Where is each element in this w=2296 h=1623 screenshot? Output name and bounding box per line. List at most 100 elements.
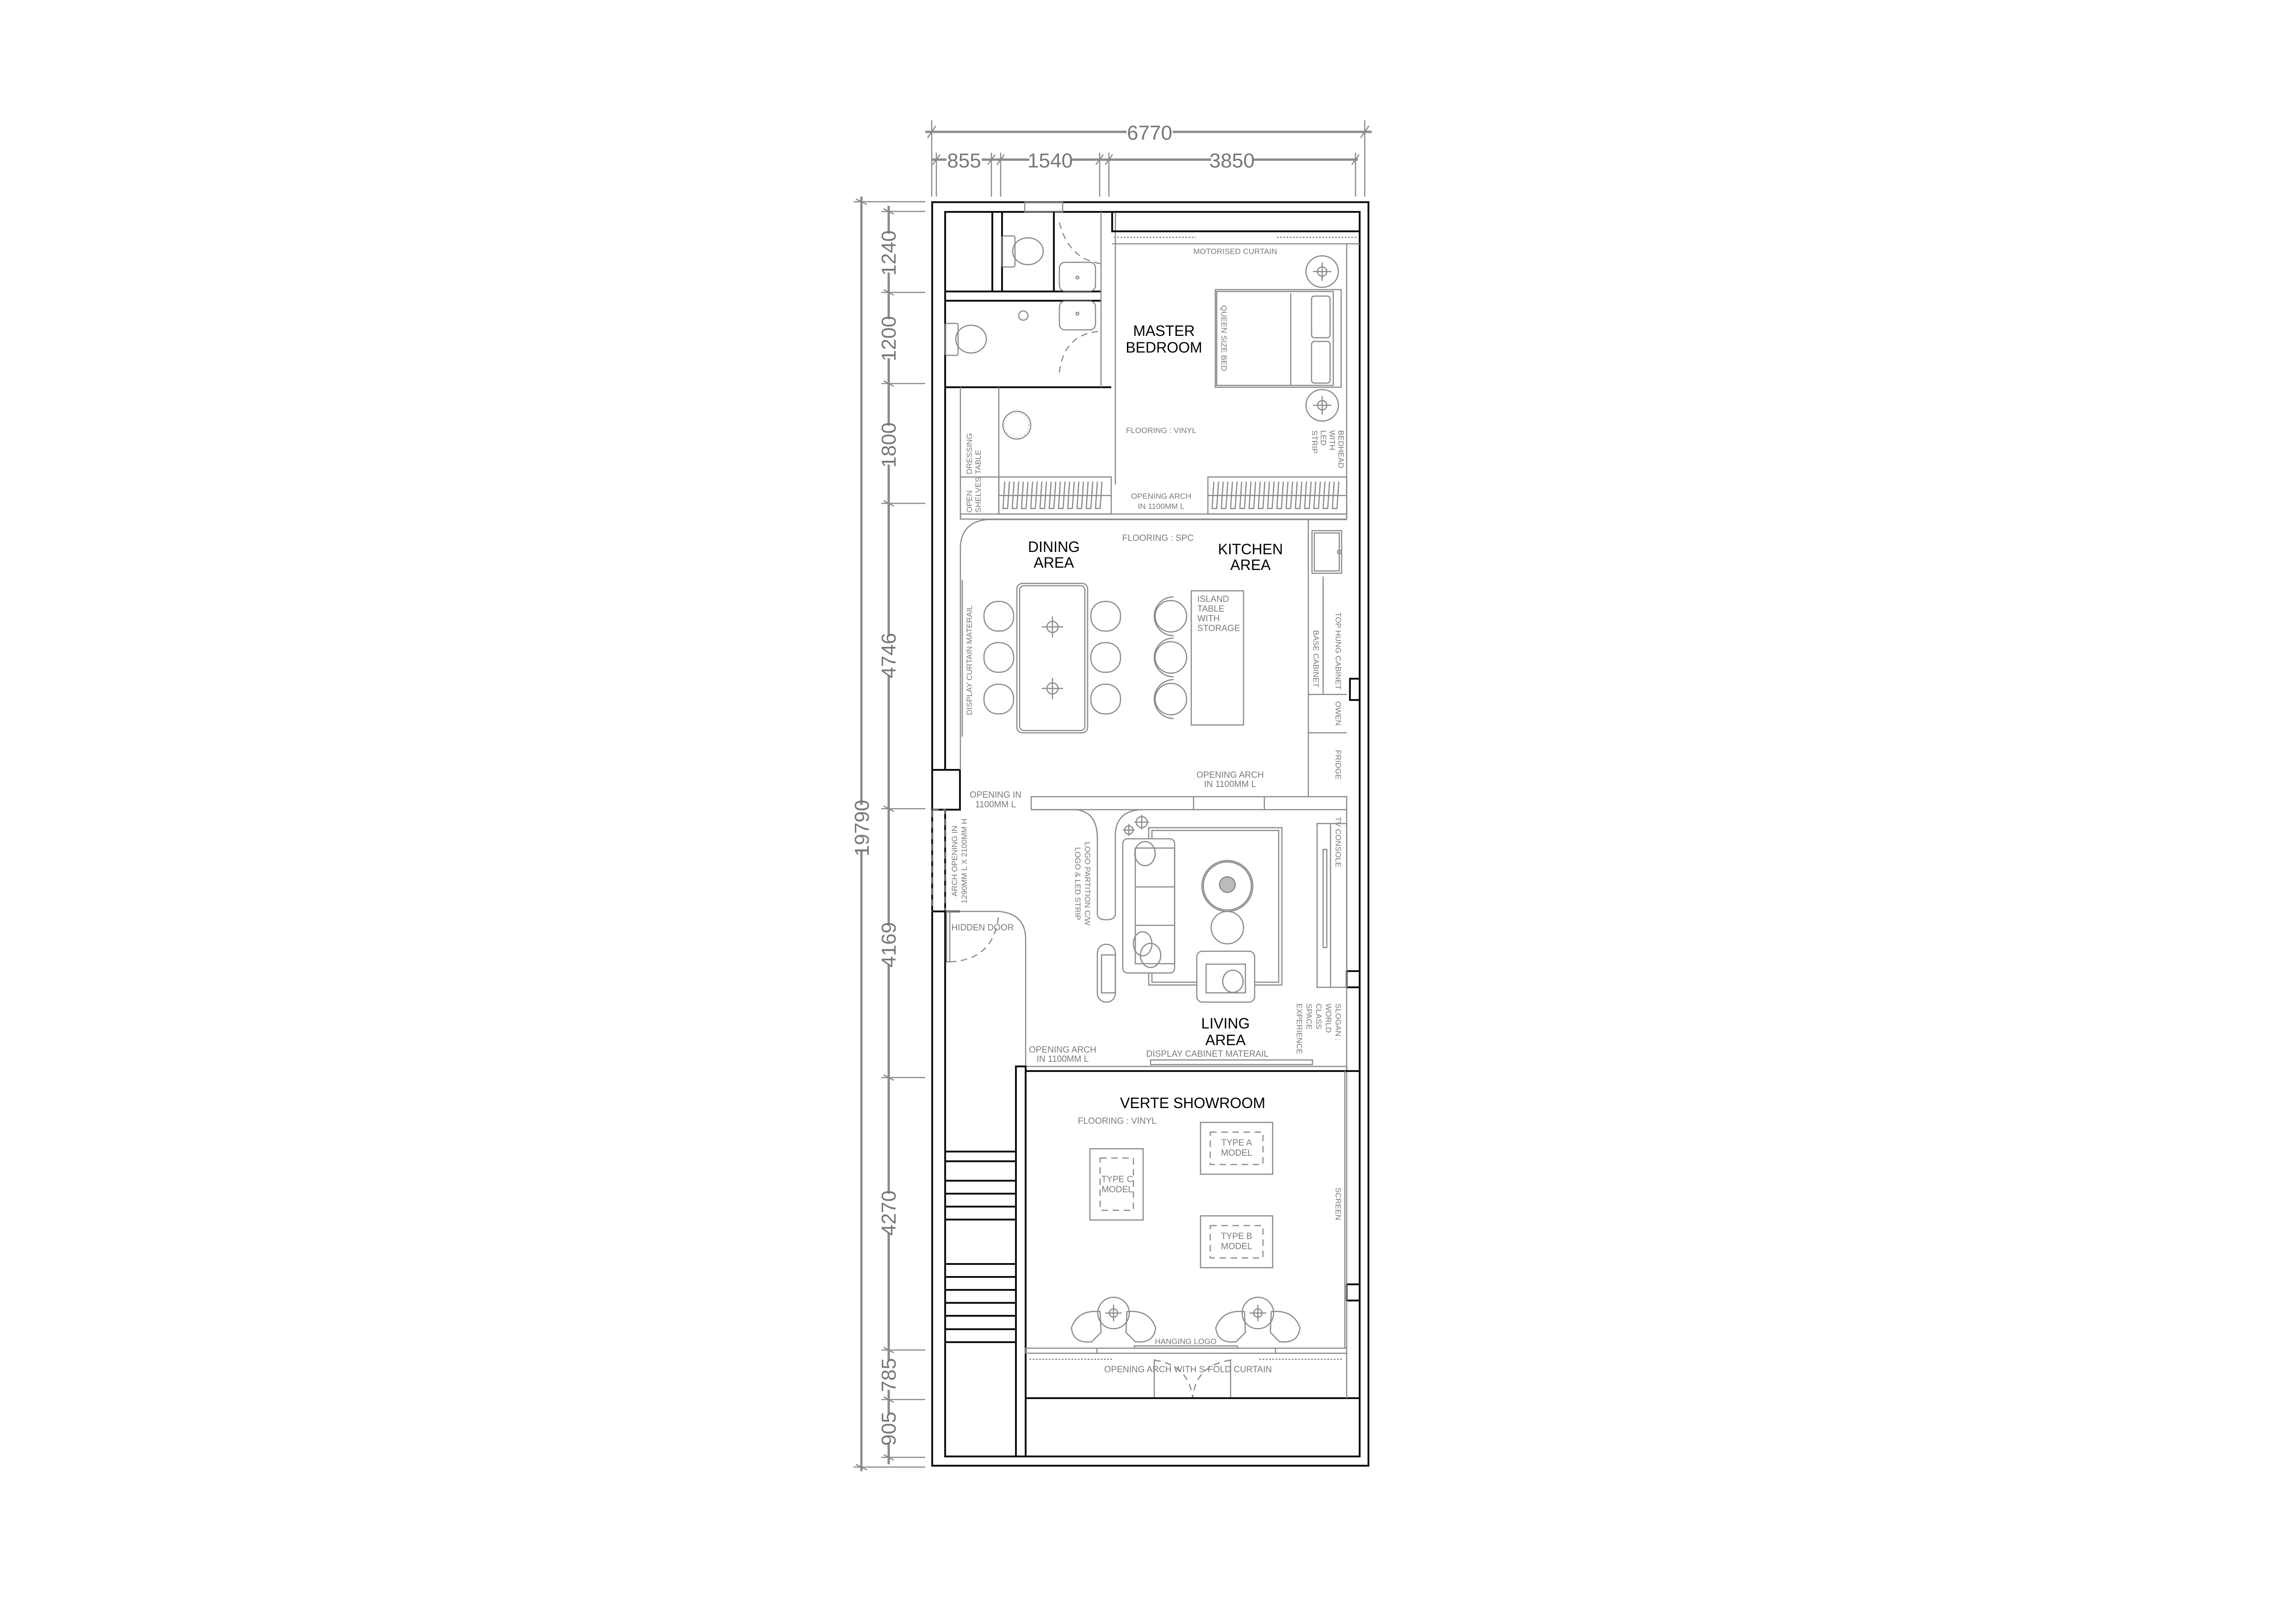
plan-linework xyxy=(1351,154,1360,165)
plan-linework xyxy=(879,234,899,1443)
plan-linework xyxy=(855,1463,867,1471)
dimension-length-8: 905 xyxy=(878,1412,900,1445)
wardrobe xyxy=(998,476,1112,515)
plan-label: OPEN xyxy=(965,490,974,513)
plan-linework xyxy=(1018,310,1029,321)
plan-linework xyxy=(1346,970,1361,988)
room-label-living-area: LIVING xyxy=(1201,1015,1250,1032)
kitchen-cabinets xyxy=(1307,520,1347,797)
flooring-label: FLOORING : VINYL xyxy=(1126,426,1196,435)
plan-linework xyxy=(1089,1148,1144,1221)
plan-linework xyxy=(883,289,894,296)
base-cabinet-label: BASE CABINET xyxy=(1312,630,1320,688)
plan-linework xyxy=(983,683,1015,715)
toilet-icon xyxy=(1001,235,1044,268)
room-label-living-area: AREA xyxy=(1205,1032,1246,1048)
basin-icon xyxy=(1058,261,1096,292)
plan-linework xyxy=(950,911,1027,1066)
type-b-model: TYPE B MODEL xyxy=(1200,1215,1274,1269)
plan-linework xyxy=(1153,637,1174,678)
sofa xyxy=(1122,838,1176,974)
plan-linework xyxy=(1126,121,1173,142)
lamp-icon xyxy=(1134,815,1149,830)
plan-linework xyxy=(1200,1215,1274,1269)
dimension-length-1: 1240 xyxy=(878,230,900,276)
open-shelves-label: OPEN SHELVES xyxy=(965,477,983,513)
plan-linework xyxy=(883,208,894,215)
plan-linework xyxy=(1222,969,1244,993)
living-area: ARCH OPENING IN 1290MM L X 2100MM H HIDD… xyxy=(932,809,1348,1348)
plan-linework xyxy=(983,642,1015,673)
plan-linework xyxy=(1269,1311,1301,1343)
dimension-width-2: 1540 xyxy=(1027,149,1073,172)
plan-linework xyxy=(1311,295,1331,339)
display-curtain-label: DISPLAY CURTAIN MATERAIL xyxy=(965,605,974,715)
room-label-master-bedroom: BEDROOM xyxy=(1126,339,1202,356)
dimension-length-4: 4746 xyxy=(878,633,900,678)
plan-linework xyxy=(959,519,1347,546)
plan-linework xyxy=(1075,311,1080,316)
dimension-width-3: 3850 xyxy=(1209,149,1255,172)
plan-label: SHELVES xyxy=(974,477,983,513)
plan-label: TYPE A xyxy=(1221,1138,1252,1148)
lounge-set xyxy=(1071,1296,1301,1343)
arch-opening-label: ARCH OPENING IN xyxy=(950,825,959,896)
plan-label: MODEL xyxy=(1221,1148,1252,1158)
fridge-label: FRIDGE xyxy=(1334,750,1343,780)
plan-linework xyxy=(879,426,899,465)
plan-linework xyxy=(1154,682,1188,716)
plan-linework xyxy=(946,911,951,963)
opening-arch-label: OPENING ARCH xyxy=(1029,1045,1096,1055)
plan-linework xyxy=(879,1194,899,1233)
plan-linework xyxy=(1305,389,1339,422)
bed xyxy=(1214,289,1342,388)
plan-linework xyxy=(1241,1296,1275,1330)
plan-linework xyxy=(1211,481,1340,509)
lamp-icon xyxy=(1042,678,1063,699)
plan-linework xyxy=(1219,876,1236,893)
tv-console-label: TV CONSOLE xyxy=(1334,817,1343,867)
dimension-overall-length: 19790 xyxy=(851,800,873,856)
opening-arch-label: IN 1100MM L xyxy=(1037,1054,1089,1064)
plan-linework xyxy=(1305,255,1339,288)
top-hung-cabinet-label: TOP HUNG CABINET xyxy=(1334,612,1343,690)
island-label: STORAGE xyxy=(1197,624,1240,633)
basin-icon xyxy=(1058,300,1096,331)
plan-linework xyxy=(1154,600,1188,633)
plan-linework xyxy=(1002,481,1103,509)
plan-label: TYPE C xyxy=(1102,1175,1133,1184)
plan-label: BEDHEAD xyxy=(1337,430,1345,468)
plan-linework xyxy=(1104,154,1114,165)
flooring-label: FLOORING : VINYL xyxy=(1078,1116,1157,1126)
dimension-overall-width: 6770 xyxy=(1127,122,1172,144)
plan-linework xyxy=(1313,532,1340,572)
plan-label: TYPE B xyxy=(1221,1232,1252,1241)
plan-linework xyxy=(1211,150,1253,170)
plan-linework xyxy=(1029,150,1071,170)
showroom: VERTE SHOWROOM FLOORING : VINYL TYPE A M… xyxy=(945,1065,1360,1457)
plan-linework xyxy=(955,324,987,354)
plan-linework xyxy=(1150,1059,1313,1065)
plan-label: WITH xyxy=(1328,430,1337,450)
plan-label: SLOGAN : xyxy=(1334,1004,1343,1041)
plan-linework xyxy=(1153,1359,1232,1398)
dimension-length-6: 4270 xyxy=(878,1190,900,1236)
plan-linework xyxy=(1111,211,1361,232)
staircase xyxy=(945,1151,1016,1343)
room-label-dining-area: DINING xyxy=(1028,539,1080,555)
plan-linework xyxy=(1012,237,1044,266)
plan-linework xyxy=(1311,341,1331,384)
dimension-left: 19790 1240 1200 1800 4746 4169 4270 785 … xyxy=(850,197,925,1471)
dimension-length-7: 785 xyxy=(878,1358,900,1392)
plan-linework xyxy=(1153,679,1174,719)
hanging-logo-label: HANGING LOGO xyxy=(1155,1337,1216,1346)
slogan-label: SLOGAN : WORLD CLASS SPACE EXPERIENCE xyxy=(1295,1004,1343,1054)
oven-label: OWEN xyxy=(1334,701,1343,726)
plan-linework xyxy=(879,319,899,358)
room-label-kitchen-area: AREA xyxy=(1230,557,1271,573)
lamp-icon xyxy=(1123,824,1135,836)
plan-linework xyxy=(883,1346,894,1354)
bar-stools xyxy=(1153,596,1188,719)
plan-linework xyxy=(1202,861,1252,911)
dimension-length-3: 1800 xyxy=(878,422,900,468)
